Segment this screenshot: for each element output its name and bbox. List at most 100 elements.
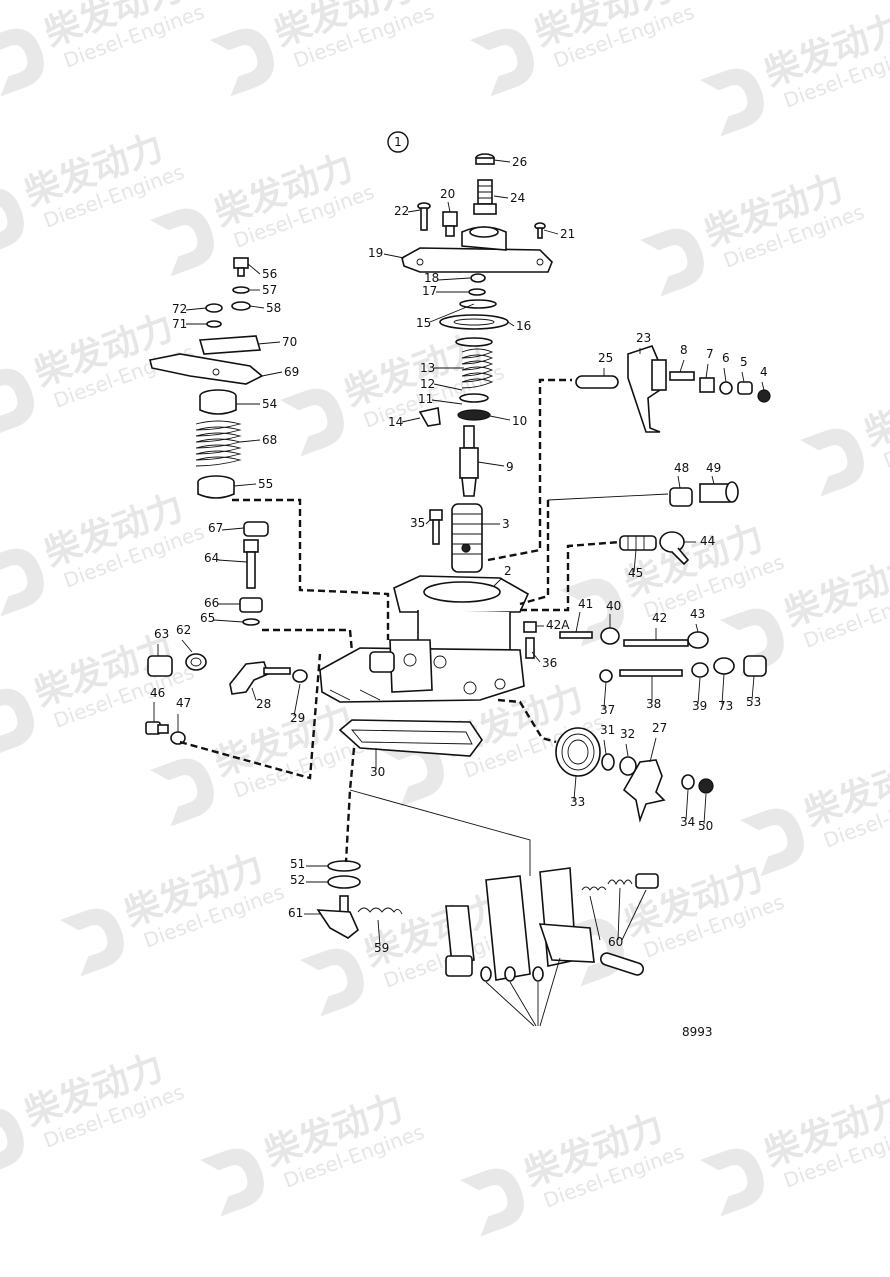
watermark-logo-icon (280, 388, 344, 457)
view-number-badge: 1 (387, 131, 409, 153)
watermark-logo-icon (800, 428, 864, 497)
leader-line (261, 371, 283, 377)
diaphragm-15-16 (439, 299, 509, 347)
right-upper-parts (523, 345, 771, 823)
part-callout-25: 25 (598, 351, 613, 365)
leader-line (239, 439, 261, 443)
leader-line (531, 651, 541, 663)
leader-line (233, 483, 257, 487)
part-callout-38: 38 (646, 697, 661, 711)
watermark-logo-icon (0, 1108, 24, 1177)
part-callout-24: 24 (510, 191, 525, 205)
part-callout-70: 70 (282, 335, 297, 349)
part-callout-16: 16 (516, 319, 531, 333)
watermark-logo-icon (0, 548, 44, 617)
part-callout-43: 43 (690, 607, 705, 621)
part-callout-62: 62 (176, 623, 191, 637)
part-callout-50: 50 (698, 819, 713, 833)
part-callout-65: 65 (200, 611, 215, 625)
watermark-logo-icon (60, 908, 124, 977)
leader-line (221, 527, 245, 531)
watermark-brand: 柴发动力 (859, 367, 890, 455)
part-callout-39: 39 (692, 699, 707, 713)
part-callout-73: 73 (718, 699, 733, 713)
part-callout-69: 69 (284, 365, 299, 379)
watermark-logo-icon (0, 368, 34, 437)
part-callout-40: 40 (606, 599, 621, 613)
part-callout-55: 55 (258, 477, 273, 491)
part-callout-42: 42 (652, 611, 667, 625)
leader-line (677, 475, 681, 489)
part-callout-8: 8 (680, 343, 688, 357)
part-callout-48: 48 (674, 461, 689, 475)
cover-plate-19 (401, 226, 553, 273)
part-callout-41: 41 (578, 597, 593, 611)
leader-line (589, 895, 601, 941)
watermark-logo-icon (740, 808, 804, 877)
part-callout-32: 32 (620, 727, 635, 741)
part-callout-47: 47 (176, 696, 191, 710)
leader-line (617, 887, 621, 941)
watermark-logo-icon (210, 28, 274, 97)
assembly-lines (179, 378, 669, 876)
screws-20-21-22 (417, 202, 546, 239)
leader-line (249, 305, 265, 309)
part-callout-28: 28 (256, 697, 271, 711)
leader-line (433, 383, 463, 391)
watermark-logo-icon (150, 758, 214, 827)
part-callout-23: 23 (636, 331, 651, 345)
part-callout-3: 3 (502, 517, 510, 531)
leader-line (401, 417, 421, 423)
parts-artwork (145, 153, 771, 982)
leader-line (383, 253, 405, 259)
part-callout-68: 68 (262, 433, 277, 447)
part-callout-5: 5 (740, 355, 748, 369)
watermark-logo-icon (470, 28, 534, 97)
part-callout-44: 44 (700, 534, 715, 548)
part-callout-60: 60 (608, 935, 623, 949)
view-number-text: 1 (394, 135, 402, 149)
part-callout-21: 21 (560, 227, 575, 241)
leader-lines (153, 159, 765, 1027)
leader-line (493, 577, 503, 587)
sleeve-3 (451, 503, 483, 573)
pump-housing-2 (319, 575, 530, 703)
drawing-number: 8993 (682, 1025, 713, 1039)
part-callout-61: 61 (288, 906, 303, 920)
leader-line (633, 549, 637, 573)
leader-line (213, 619, 244, 623)
watermark-logo-icon (300, 948, 364, 1017)
part-callout-58: 58 (266, 301, 281, 315)
part-callout-71: 71 (172, 317, 187, 331)
part-callout-31: 31 (600, 723, 615, 737)
part-callout-33: 33 (570, 795, 585, 809)
leader-line (293, 683, 301, 717)
leader-line (695, 623, 699, 633)
watermark-logo-icon (700, 1148, 764, 1217)
leader-line (185, 307, 207, 311)
part-callout-15: 15 (416, 316, 431, 330)
watermark-logo-icon (0, 188, 24, 257)
part-callout-53: 53 (746, 695, 761, 709)
leader-line (603, 739, 607, 755)
part-callout-12: 12 (420, 377, 435, 391)
part-callout-54: 54 (262, 397, 277, 411)
leader-line (507, 321, 515, 327)
union-24-cap-26 (473, 153, 497, 215)
part-callout-36: 36 (542, 656, 557, 670)
part-callout-72: 72 (172, 302, 187, 316)
part-callout-14: 14 (388, 415, 403, 429)
part-callout-26: 26 (512, 155, 527, 169)
